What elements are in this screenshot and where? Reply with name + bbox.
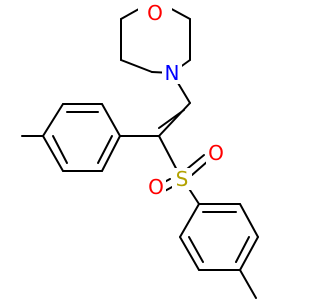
atom-oxygen-sulfonyl-2: O xyxy=(146,175,166,199)
vinyl-double-bond xyxy=(158,102,191,137)
atom-sulfur-label: S xyxy=(176,167,189,191)
methyl-lower xyxy=(239,269,257,299)
atom-sulfur: S xyxy=(172,167,192,191)
tolyl-ring-lower xyxy=(179,203,259,271)
atom-oxygen-sulfonyl-2-label: O xyxy=(148,175,164,199)
atom-oxygen-ring: O xyxy=(138,0,172,25)
chemical-structure-drawing: O N S O O xyxy=(21,0,259,299)
bond-morpholine-6 xyxy=(120,59,153,73)
atom-nitrogen: N xyxy=(162,61,182,85)
atom-oxygen-sulfonyl-1-label: O xyxy=(208,141,224,165)
atom-oxygen-sulfonyl-1: O xyxy=(206,141,226,165)
tolyl-ring-upper xyxy=(42,103,121,172)
atom-nitrogen-label: N xyxy=(165,61,180,85)
structure-canvas: O N S O O xyxy=(21,0,259,299)
bond-vinyl-to-s xyxy=(158,135,180,175)
atom-oxygen-ring-label: O xyxy=(147,1,163,25)
